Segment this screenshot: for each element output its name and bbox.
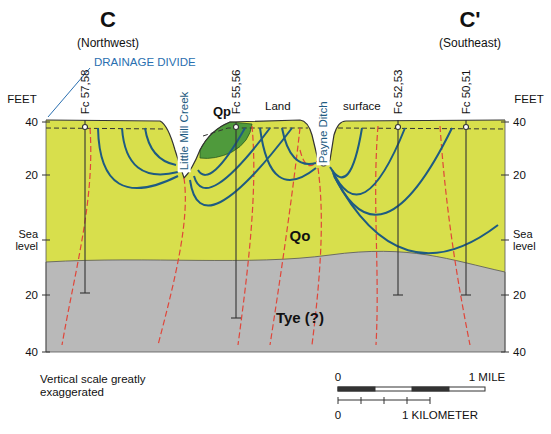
direction-label: (Northwest): [77, 37, 139, 50]
qp-unit: [200, 122, 252, 158]
axis-value: 20: [25, 169, 38, 182]
surface-label: Land: [265, 100, 291, 113]
section-edge: [505, 120, 506, 352]
flow-boundaries: [62, 126, 470, 345]
surface-label: surface: [343, 100, 381, 113]
stream-label: Payne Ditch: [317, 99, 330, 165]
axis-unit: FEET: [7, 93, 36, 106]
axis-value: 40: [25, 346, 38, 359]
well-label: Fc 50,51: [460, 69, 473, 114]
tye-unit: [46, 251, 505, 352]
section-edge: [46, 120, 47, 352]
axis-value: 20: [25, 289, 38, 302]
axis-value: Sea level: [513, 228, 547, 252]
axis-ticks: [42, 122, 509, 352]
axis-value: 40: [513, 116, 526, 129]
axis-value: 40: [513, 346, 526, 359]
well-label: Fc 52,53: [392, 69, 405, 114]
direction-label: (Southeast): [439, 37, 501, 50]
scale-value: 0: [335, 409, 341, 422]
scale-value: 0: [335, 371, 341, 384]
scale-bar: [338, 387, 485, 404]
axis-value: 20: [513, 169, 526, 182]
wells: [80, 120, 471, 318]
water-table: [46, 128, 505, 136]
scale-value: 1 MILE: [469, 371, 505, 384]
well-label: Fc 57,58: [79, 69, 92, 114]
axis-unit: FEET: [514, 93, 543, 106]
stream-label: Little Mill Creek: [178, 89, 191, 172]
unit-label: Qp: [213, 105, 231, 119]
unit-label: Qo: [290, 228, 311, 245]
flow-lines: [98, 128, 498, 253]
section-end-label: C: [100, 8, 116, 32]
well-label: Fc 55,56: [230, 69, 243, 114]
axis-value: 40: [25, 116, 38, 129]
axis-value: Sea level: [4, 228, 38, 252]
feature-label: DRAINAGE DIVIDE: [94, 56, 196, 69]
section-end-label: C': [459, 8, 480, 32]
unit-label: Tye (?): [276, 310, 324, 327]
scale-value: 1 KILOMETER: [402, 409, 478, 422]
note: Vertical scale greatly exaggerated: [40, 373, 175, 398]
axis-value: 20: [513, 289, 526, 302]
